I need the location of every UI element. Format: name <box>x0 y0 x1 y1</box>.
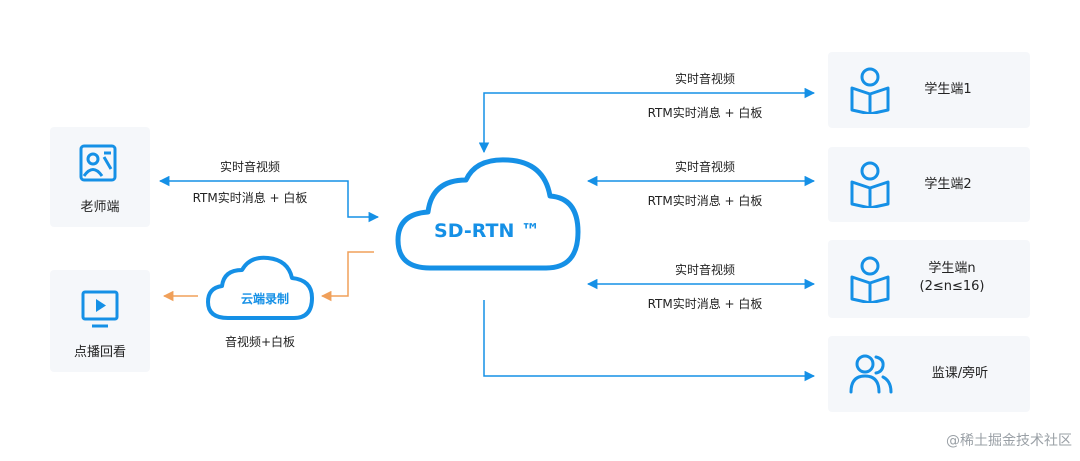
hub-monitor-connector <box>483 300 816 382</box>
student-n-label: 学生端n <box>928 261 976 276</box>
teacher-av-label: 实时音视频 <box>219 160 280 174</box>
student2-av-label: 实时音视频 <box>674 160 735 174</box>
playback-label: 点播回看 <box>73 345 126 360</box>
student2-rtm-label: RTM实时消息 + 白板 <box>647 194 763 208</box>
watermark: @稀土掘金技术社区 <box>946 433 1072 449</box>
teacher-hub-connector <box>158 175 380 223</box>
monitor-label: 监课/旁听 <box>931 366 989 381</box>
student-n-node: 学生端n (2≤n≤16) <box>828 240 1030 318</box>
teacher-icon <box>79 144 117 182</box>
student-2-label: 学生端2 <box>924 177 972 192</box>
hub-recorder-connector <box>320 251 374 302</box>
studentn-av-label: 实时音视频 <box>674 263 735 277</box>
group-users-icon <box>849 354 893 394</box>
studentn-rtm-label: RTM实时消息 + 白板 <box>647 297 763 311</box>
playback-node: 点播回看 <box>50 270 150 372</box>
hub-cloud-shape <box>395 157 581 271</box>
monitor-node: 监课/旁听 <box>828 336 1030 412</box>
student-reading-icon <box>850 256 890 303</box>
teacher-node: 老师端 <box>50 127 150 227</box>
student1-hub-connector <box>478 87 816 154</box>
student-n-sublabel: (2≤n≤16) <box>919 279 985 294</box>
recorder-caption: 音视频+白板 <box>224 335 296 349</box>
student-reading-icon <box>850 67 890 114</box>
hub-label: SD-RTN ™ <box>434 220 540 242</box>
student-2-node: 学生端2 <box>828 147 1030 222</box>
video-player-icon <box>81 290 119 328</box>
student-reading-icon <box>850 161 890 208</box>
student-1-label: 学生端1 <box>924 82 972 97</box>
teacher-label: 老师端 <box>80 200 120 215</box>
recorder-label: 云端录制 <box>240 292 289 306</box>
student1-rtm-label: RTM实时消息 + 白板 <box>647 106 763 120</box>
recorder-cloud-shape <box>206 255 314 320</box>
student-1-node: 学生端1 <box>828 52 1030 128</box>
student1-av-label: 实时音视频 <box>674 72 735 86</box>
teacher-rtm-label: RTM实时消息 + 白板 <box>192 191 308 205</box>
